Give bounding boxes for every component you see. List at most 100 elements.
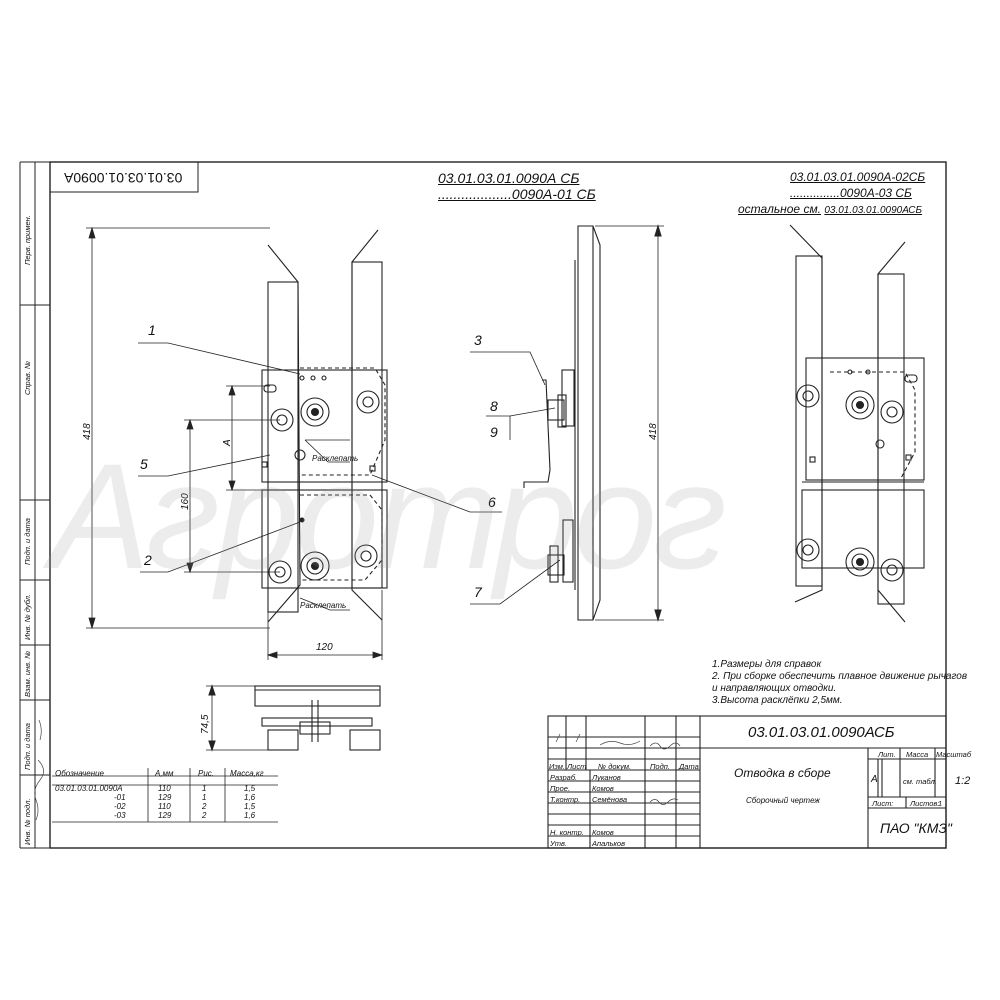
table-row-1-fig: 1 <box>202 793 207 802</box>
name-nkontr: Комов <box>592 828 614 837</box>
note-2: 2. При сборке обеспечить плавное движени… <box>712 671 968 682</box>
margin-podp-data-1: Подп. и дата <box>23 518 32 565</box>
header-main-line1: 03.01.03.01.0090А СБ <box>438 170 580 186</box>
roller-r3 <box>796 384 820 408</box>
rev-col-doc: № докум. <box>598 762 632 771</box>
title-block-grid <box>547 715 947 849</box>
table-row-1-a: 129 <box>158 793 172 802</box>
callout-9: 9 <box>490 424 498 440</box>
title-name: Отводка в сборе <box>734 766 831 780</box>
roller-r1 <box>845 390 875 420</box>
table-row-0-mass: 1,5 <box>244 784 256 793</box>
rev-col-data: Дата <box>679 762 699 771</box>
header-right-line1: 03.01.03.01.0090А-02СБ <box>790 170 926 184</box>
title-sheet-label: Лист: <box>872 799 894 808</box>
reversed-drawing-code: 03.01.03.01.0090A <box>64 170 183 186</box>
title-sheets-label: Листов: <box>910 799 940 808</box>
title-lit-value: А <box>871 774 878 785</box>
title-col-massa: Масса <box>906 750 929 759</box>
name-prov: Комов <box>592 784 614 793</box>
roller-r6 <box>880 558 904 582</box>
rev-col-podp: Подп. <box>650 762 670 771</box>
table-header-mass: Масса,кг <box>230 769 264 778</box>
table-header-a: А,мм <box>155 769 174 778</box>
header-right-ref: 03.01.03.01.0090АСБ <box>824 205 923 216</box>
table-row-1-code: -01 <box>114 793 126 802</box>
role-razrab: Разраб. <box>550 773 578 782</box>
table-header-designation: Обозначение <box>55 769 105 778</box>
header-right-line2: ...............0090А-03 СБ <box>790 186 912 200</box>
note-3: 3.Высота расклёпки 2,5мм. <box>712 695 843 706</box>
main-view-left <box>261 229 388 623</box>
roller-r4 <box>880 400 904 424</box>
role-tkontr: Т.контр. <box>550 795 581 804</box>
table-row-2-a: 110 <box>158 802 171 811</box>
rev-col-list: Лист <box>567 762 587 771</box>
table-row-0-fig: 1 <box>202 784 207 793</box>
callout-6: 6 <box>488 494 496 510</box>
table-row-3-code: -03 <box>114 811 126 820</box>
dim-74-5: 74,5 <box>200 714 211 734</box>
callout-2: 2 <box>144 552 152 568</box>
title-org: ПАО "КМЗ" <box>880 820 952 836</box>
title-sheets-value: 1 <box>938 799 943 808</box>
header-main-line2: ...................0090А-01 СБ <box>438 186 596 202</box>
title-col-masshtab: Масштаб <box>936 750 972 759</box>
margin-sprav-no: Справ. № <box>23 360 32 395</box>
watermark: Агротрог <box>50 432 727 600</box>
leader-lines <box>138 342 561 605</box>
title-massa-value: см. табл. <box>903 777 937 786</box>
title-col-lit: Лит. <box>878 750 896 759</box>
roller-4 <box>356 390 380 414</box>
header-right-line3: остальное см. 03.01.03.01.0090АСБ <box>738 202 922 216</box>
role-prov: Прое. <box>550 784 571 793</box>
callout-1: 1 <box>148 322 156 338</box>
name-tkontr: Семёнова <box>592 795 628 804</box>
table-row-2-fig: 2 <box>202 802 207 811</box>
table-row-0-a: 110 <box>158 784 171 793</box>
roller-r5 <box>796 538 820 562</box>
dimensions-left <box>86 226 384 660</box>
drawing-frame <box>49 161 947 849</box>
title-doc-type: Сборочный чертеж <box>746 796 820 805</box>
table-header-fig: Рис. <box>198 769 215 778</box>
margin-vzam-inv: Взам. инв. № <box>23 650 32 697</box>
title-scale-value: 1:2 <box>955 775 971 787</box>
margin-inv-dubl: Инв. № дубл. <box>23 593 32 640</box>
note-1: 1.Размеры для справок <box>712 659 822 670</box>
bottom-view <box>206 684 381 752</box>
role-utv: Утв. <box>550 839 568 848</box>
table-row-3-fig: 2 <box>202 811 207 820</box>
signatures <box>34 719 681 821</box>
margin-perv-primen: Перв. примен. <box>23 215 32 265</box>
margin-inv-podl: Инв. № подл. <box>23 798 32 845</box>
margin-podp-data-2: Подп. и дата <box>23 723 32 770</box>
rivet-note-bottom: Расклепать <box>300 601 347 610</box>
table-row-2-mass: 1,5 <box>244 802 256 811</box>
callout-5: 5 <box>140 456 148 472</box>
roller-1 <box>300 397 330 427</box>
name-razrab: Луканов <box>592 773 621 782</box>
header-right-prefix: остальное см. <box>738 202 821 216</box>
name-utv: Апальков <box>592 839 626 848</box>
dim-120: 120 <box>316 642 333 653</box>
rivet-note-top: Расклепать <box>312 454 359 463</box>
table-row-3-a: 129 <box>158 811 172 820</box>
roller-6 <box>354 544 378 568</box>
roller-r2 <box>845 547 875 577</box>
table-row-2-code: -02 <box>114 802 126 811</box>
title-designation: 03.01.03.01.0090АСБ <box>748 724 895 741</box>
variants-table-grid <box>52 768 278 823</box>
table-row-3-mass: 1,6 <box>244 811 256 820</box>
side-view <box>523 224 664 622</box>
note-2b: и направляющих отводки. <box>712 683 837 694</box>
callout-7: 7 <box>474 584 482 600</box>
roller-2 <box>300 551 330 581</box>
callout-8: 8 <box>490 398 498 414</box>
role-nkontr: Н. контр. <box>550 828 584 837</box>
rev-col-izm: Изм. <box>549 762 565 771</box>
table-row-0-code: 03.01.03.01.0090А <box>55 784 123 793</box>
table-row-1-mass: 1,6 <box>244 793 256 802</box>
main-view-right <box>789 224 925 623</box>
